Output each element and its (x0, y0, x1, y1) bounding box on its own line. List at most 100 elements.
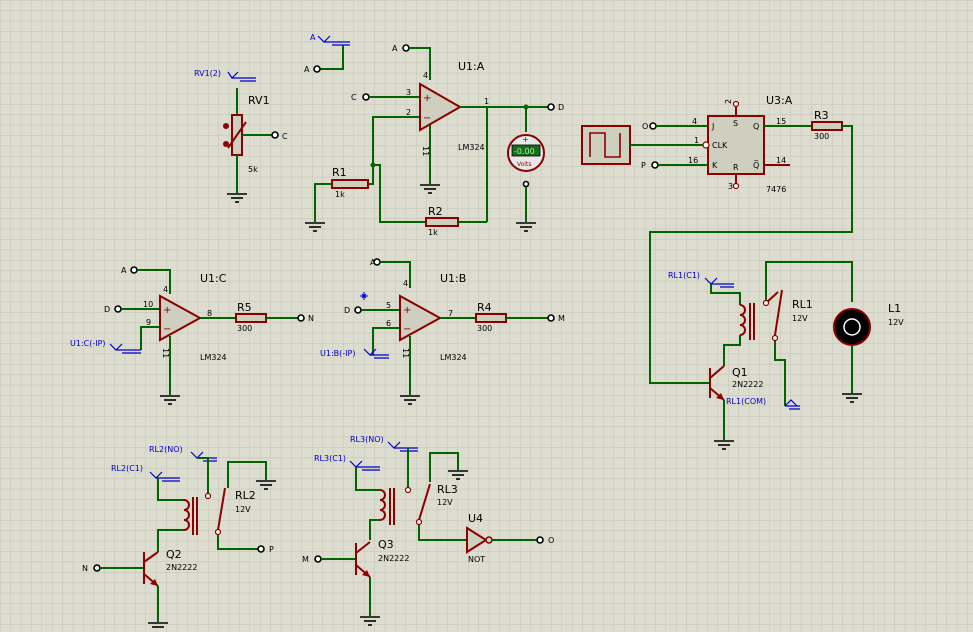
u1b-opamp[interactable]: A 4 D 5 6 U1:B(-IP) + − 11 U1:B LM324 7 (320, 258, 476, 405)
u3a-n4: 4 (692, 117, 697, 126)
u1c-pin10: 10 (143, 300, 153, 309)
rv1-ref: RV1 (248, 94, 270, 107)
voltmeter-display: -0.00 (514, 147, 535, 156)
u1b-ref: U1:B (440, 272, 466, 285)
rv1-wiper-terminal[interactable] (271, 131, 279, 139)
rl3-probe-no: RL3(NO) (350, 435, 384, 444)
a-net-left: A (304, 65, 310, 74)
rl3-value: 12V (437, 498, 453, 507)
r2-ref: R2 (428, 205, 443, 218)
u3a-flipflop[interactable]: O 4 J 1 CLK P 16 K 2 S 3 R Q Q̅ 15 14 U3… (641, 94, 812, 194)
u1b-pin5: 5 (386, 301, 391, 310)
q3-part: 2N2222 (378, 554, 409, 563)
u3a-n1: 1 (694, 136, 699, 145)
a-terminal-left[interactable] (313, 65, 321, 73)
svg-text:+: + (522, 135, 529, 144)
u1c-part: LM324 (200, 353, 227, 362)
q1-part: 2N2222 (732, 380, 763, 389)
r4-m-terminal[interactable] (547, 314, 555, 322)
u4-not-gate[interactable]: O U4 NOT (466, 512, 554, 564)
rl2-relay[interactable]: RL2(NO) RL2(C1) P RL2 12V (111, 445, 276, 554)
svg-text:−: − (403, 324, 411, 335)
q2-transistor[interactable]: N Q2 2N2222 (82, 548, 197, 628)
r4-resistor[interactable]: M R4 300 (475, 301, 565, 333)
u1a-pin4: 4 (423, 71, 428, 80)
ground-icon (227, 193, 247, 203)
u1b-pin7: 7 (448, 309, 453, 318)
q2-ref: Q2 (166, 548, 182, 561)
u3a-ref: U3:A (766, 94, 793, 107)
l1-lamp[interactable]: L1 12V (833, 302, 904, 403)
u3a-n15: 15 (776, 117, 786, 126)
crosshair-icon (360, 292, 368, 300)
rv1-probe-flag (227, 71, 256, 82)
r4-value: 300 (477, 324, 492, 333)
rl3-relay[interactable]: RL3(NO) RL3(C1) RL3 12V (314, 435, 468, 541)
u1c-net-a: A (121, 266, 127, 275)
u3a-part: 7476 (766, 185, 786, 194)
u1a-net-c: C (351, 93, 357, 102)
rl2-p-terminal[interactable] (257, 545, 265, 553)
q3-transistor[interactable]: M Q3 2N2222 (302, 538, 409, 626)
u1b-part: LM324 (440, 353, 467, 362)
r3-resistor[interactable]: R3 300 (649, 109, 853, 384)
rv1-probe-label: RV1(2) (194, 69, 221, 78)
u1c-pin8: 8 (207, 309, 212, 318)
u1a-opamp[interactable]: A A A 4 C 3 2 + − 11 U1:A LM324 1 D (304, 33, 564, 222)
r5-n-terminal[interactable] (297, 314, 305, 322)
u3a-o-terminal[interactable] (649, 122, 657, 130)
u3a-pin-j: J (711, 122, 714, 131)
r2-value: 1k (428, 228, 438, 237)
voltmeter[interactable]: -0.00 Volts + (507, 107, 545, 232)
q1-transistor[interactable]: Q1 2N2222 (709, 365, 763, 450)
rl3-probe-c1: RL3(C1) (314, 454, 346, 463)
rl1-relay[interactable]: RL1(C1) RL1(COM) RL1 12V (668, 261, 853, 410)
voltmeter-unit: Volts (517, 161, 531, 168)
u4-o-terminal[interactable] (536, 536, 544, 544)
rv1-value: 5k (248, 165, 258, 174)
u1a-net-a: A (392, 44, 398, 53)
q3-m-terminal[interactable] (314, 555, 322, 563)
r2-resistor[interactable]: R2 1k (373, 164, 487, 237)
u4-part: NOT (468, 555, 485, 564)
rl1-probe-c1: RL1(C1) (668, 271, 700, 280)
clock-generator[interactable] (581, 125, 703, 165)
u4-ref: U4 (468, 512, 483, 525)
u1a-pin11: 11 (421, 146, 430, 156)
u1b-net-d: D (344, 306, 350, 315)
u1c-opamp[interactable]: A 4 D 10 9 U1:C(-IP) + − 11 U1:C LM324 8 (70, 266, 236, 405)
r1-resistor[interactable]: R1 1k (305, 162, 376, 232)
u3a-n14: 14 (776, 156, 786, 165)
rl2-probe-no: RL2(NO) (149, 445, 183, 454)
svg-text:−: − (163, 324, 171, 335)
rl3-ref: RL3 (437, 483, 458, 496)
r3-ref: R3 (814, 109, 829, 122)
u1b-probe: U1:B(-IP) (320, 349, 355, 358)
r5-resistor[interactable]: N R5 300 (235, 301, 314, 333)
r4-ref: R4 (477, 301, 492, 314)
u3a-p-terminal[interactable] (651, 161, 659, 169)
u1c-a-terminal[interactable] (130, 266, 138, 274)
u1a-d-terminal[interactable] (547, 103, 555, 111)
a-probe-flag (317, 35, 350, 46)
u3a-n3: 3 (728, 182, 733, 191)
r5-net-n: N (308, 314, 314, 323)
u1b-d-terminal[interactable] (354, 306, 362, 314)
u1a-a-terminal[interactable] (402, 44, 410, 52)
r5-value: 300 (237, 324, 252, 333)
u1a-c-terminal[interactable] (362, 93, 370, 101)
q2-n-terminal[interactable] (93, 564, 101, 572)
u1b-pin6: 6 (386, 319, 391, 328)
l1-ref: L1 (888, 302, 901, 315)
u3a-net-p: P (641, 161, 646, 170)
u1c-d-terminal[interactable] (114, 305, 122, 313)
u4-net-o: O (548, 536, 554, 545)
rl2-probe-c1: RL2(C1) (111, 464, 143, 473)
r5-ref: R5 (237, 301, 252, 314)
u1a-pin1: 1 (484, 97, 489, 106)
rl1-probe-com: RL1(COM) (726, 397, 766, 406)
rv1-potentiometer[interactable]: RV1(2) RV1 C 5k (194, 69, 288, 203)
u1a-pin2: 2 (406, 108, 411, 117)
u1a-ref: U1:A (458, 60, 485, 73)
